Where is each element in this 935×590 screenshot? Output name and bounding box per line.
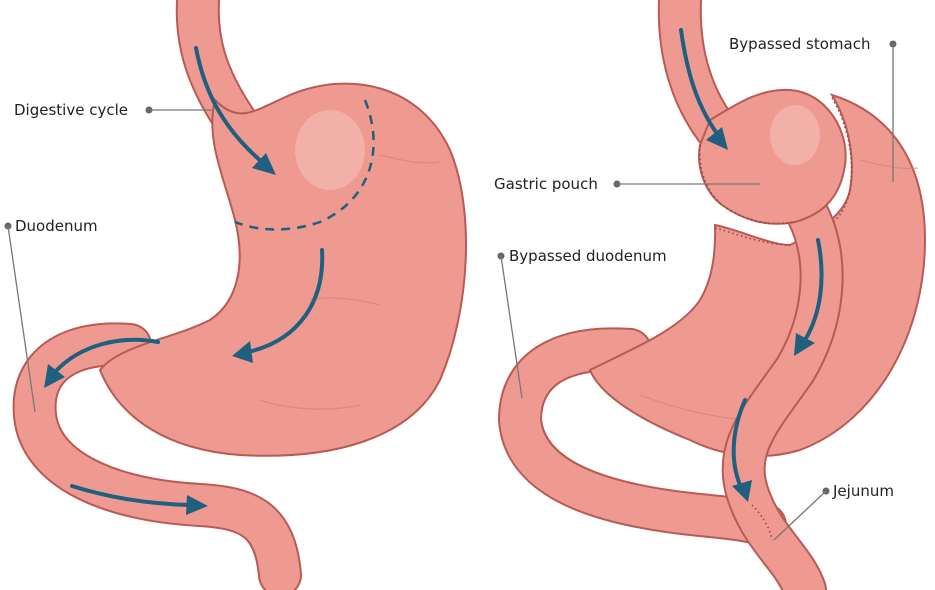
duodenum-leader (7, 225, 36, 413)
normal-duodenum-tube-fill (14, 324, 300, 590)
normal-arrow-duodenum-1 (53, 337, 160, 374)
bypass-stomach (498, 0, 927, 590)
label-digestive-cycle: Digestive cycle (14, 101, 128, 119)
normal-stomach-body (98, 82, 468, 457)
bypass-arrow-jejunum-2-head (732, 480, 752, 502)
jejunum-leader (773, 490, 827, 541)
normal-arrow-duodenum-1-head (44, 364, 65, 388)
normal-stomach-fold-1 (379, 154, 441, 164)
bypass-arrow-esophagus-head (706, 127, 728, 150)
normal-arrow-esophagus-head (252, 153, 276, 175)
normal-arrow-esophagus (194, 46, 264, 164)
normal-dashed-line (234, 99, 375, 231)
leader-lines (4, 40, 897, 541)
label-jejunum: Jejunum (833, 482, 894, 500)
label-duodenum: Duodenum (15, 217, 98, 235)
bypass-arrow-jejunum-2 (731, 398, 747, 487)
label-bypassed-stomach: Bypassed stomach (729, 35, 871, 53)
bypass-arrow-esophagus (679, 28, 720, 137)
normal-stomach-fold-3 (259, 399, 361, 410)
normal-stomach-highlight (295, 110, 365, 190)
normal-stomach (12, 0, 468, 590)
bypass-arrow-jejunum-1-head (794, 333, 815, 356)
bypass-arrow-jejunum-1 (803, 238, 824, 342)
normal-arrow-duodenum-2-head (186, 495, 208, 515)
bypassed-duodenum-tube-fill (500, 329, 785, 545)
normal-arrow-duodenum-2 (70, 484, 192, 507)
label-gastric-pouch: Gastric pouch (494, 175, 598, 193)
normal-esophagus-fill (177, 0, 255, 140)
gastric-pouch-staples (698, 144, 796, 225)
normal-arrow-body-head (232, 341, 253, 363)
bypassed-stomach-top-staples (819, 97, 853, 233)
bypassed-duodenum-leader (500, 255, 523, 399)
bypassed-stomach-fold-1 (859, 159, 919, 170)
normal-arrow-body (246, 248, 325, 354)
label-bypassed-duodenum: Bypassed duodenum (509, 247, 667, 265)
gastric-pouch-highlight (770, 105, 820, 165)
